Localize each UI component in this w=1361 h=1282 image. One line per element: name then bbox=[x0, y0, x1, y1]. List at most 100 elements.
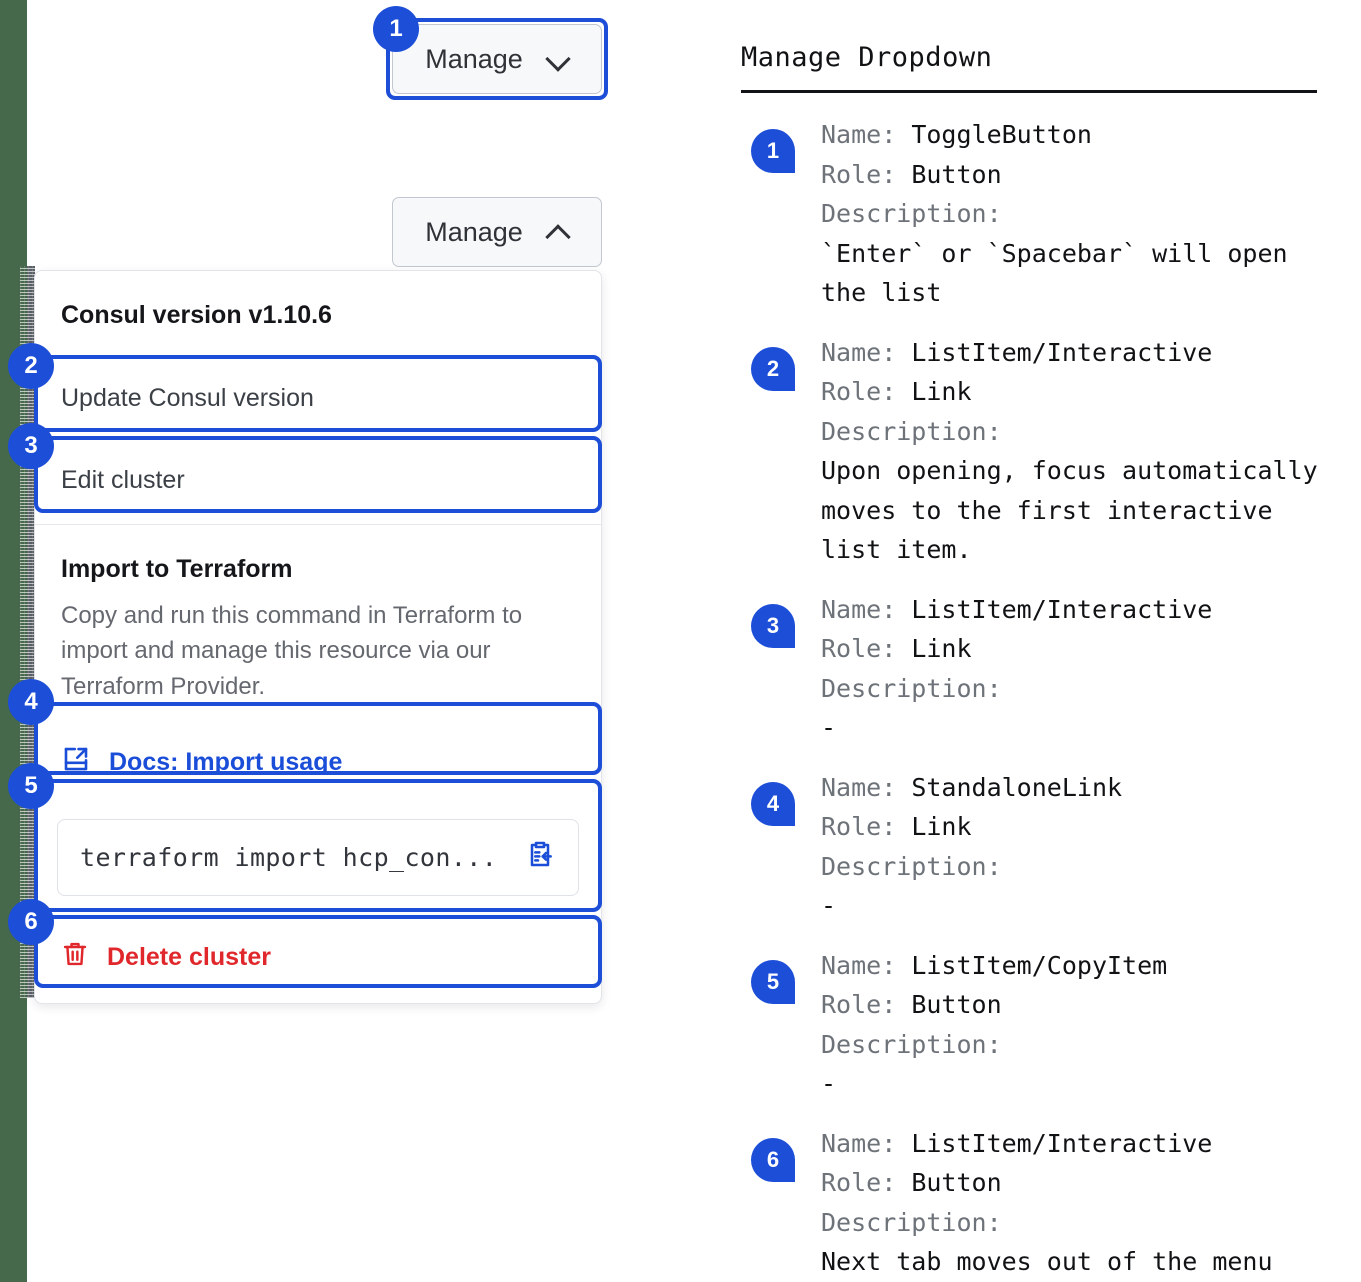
spec-name-line: Name: ListItem/Interactive bbox=[821, 333, 1321, 373]
clipboard-copy-icon[interactable] bbox=[524, 839, 556, 876]
spec-name-label: Name: bbox=[821, 772, 897, 802]
spec-name-value: ListItem/CopyItem bbox=[911, 950, 1168, 980]
spec-name-label: Name: bbox=[821, 594, 897, 624]
spec-role-label: Role: bbox=[821, 812, 897, 841]
badge-5: 5 bbox=[8, 763, 54, 809]
spec-role-line: Role: Link bbox=[821, 629, 1212, 669]
spec-badge-1: 1 bbox=[751, 129, 795, 173]
spec-name-value: StandaloneLink bbox=[911, 772, 1123, 802]
menu-divider-1 bbox=[35, 524, 601, 525]
spec-badge-4: 4 bbox=[751, 781, 795, 826]
spec-name-value: ToggleButton bbox=[911, 120, 1092, 149]
spec-role-label: Role: bbox=[821, 990, 897, 1019]
external-link-docs-icon bbox=[61, 744, 91, 781]
spec-name-line: Name: ListItem/Interactive bbox=[821, 590, 1212, 630]
spec-name-line: Name: ListItem/CopyItem bbox=[821, 946, 1167, 986]
left-pane: Manage 1 Manage Consul version v1.10.6 U… bbox=[0, 0, 700, 1282]
spec-role-value: Button bbox=[911, 990, 1002, 1019]
menu-header-consul-version: Consul version v1.10.6 bbox=[61, 301, 332, 329]
spec-role-line: Role: Button bbox=[821, 155, 1321, 195]
spec-role-label: Role: bbox=[821, 634, 897, 663]
spec-role-line: Role: Link bbox=[821, 807, 1122, 847]
manage-toggle-label-1: Manage bbox=[425, 43, 523, 74]
docs-link-label: Docs: Import usage bbox=[109, 747, 343, 776]
spec-role-label: Role: bbox=[821, 377, 897, 406]
spec-description-label: Description: bbox=[821, 673, 1002, 703]
badge-1: 1 bbox=[373, 6, 419, 52]
spec-role-label: Role: bbox=[821, 1168, 897, 1197]
spec-panel-rule bbox=[741, 90, 1317, 93]
spec-name-line: Name: ListItem/Interactive bbox=[821, 1124, 1321, 1164]
terraform-command-text: terraform import hcp_con... bbox=[80, 842, 498, 872]
spec-role-value: Link bbox=[911, 812, 972, 841]
menu-item-update-consul-version[interactable]: Update Consul version bbox=[61, 384, 314, 412]
spec-description-label: Description: bbox=[821, 851, 1002, 881]
badge-6: 6 bbox=[8, 899, 54, 945]
spec-description-label: Description: bbox=[821, 1207, 1002, 1237]
spec-description-label: Description: bbox=[821, 416, 1002, 446]
manage-toggle-label-2: Manage bbox=[425, 216, 523, 247]
spec-badge-3: 3 bbox=[751, 603, 795, 648]
spec-description-value: Next tab moves out of the menu and to th… bbox=[821, 1247, 1273, 1276]
spec-name-label: Name: bbox=[821, 120, 897, 149]
spec-name-value: ListItem/Interactive bbox=[911, 1128, 1213, 1158]
spec-description-value: - bbox=[821, 713, 837, 742]
manage-toggle-button-closed[interactable]: Manage bbox=[392, 24, 602, 94]
spec-role-line: Role: Link bbox=[821, 372, 1321, 412]
spec-role-value: Link bbox=[911, 634, 972, 663]
menu-item-edit-cluster[interactable]: Edit cluster bbox=[61, 466, 185, 494]
delete-cluster-label: Delete cluster bbox=[107, 942, 271, 971]
docs-import-usage-link[interactable]: Docs: Import usage bbox=[35, 722, 601, 803]
spec-name-label: Name: bbox=[821, 337, 897, 367]
spec-badge-5: 5 bbox=[751, 959, 795, 1004]
terraform-command-box[interactable]: terraform import hcp_con... bbox=[57, 818, 579, 896]
spec-role-label: Role: bbox=[821, 159, 897, 189]
spec-role-value: Button bbox=[911, 159, 1002, 189]
spec-description-value: `Enter` or `Spacebar` will open the list bbox=[821, 238, 1288, 308]
spec-name-line: Name: StandaloneLink bbox=[821, 768, 1122, 808]
spec-description-value: Upon opening, focus automatically moves … bbox=[821, 456, 1318, 564]
spec-name-value: ListItem/Interactive bbox=[911, 594, 1213, 624]
spec-description-value: - bbox=[821, 891, 837, 920]
terraform-section-title: Import to Terraform bbox=[61, 555, 293, 583]
manage-toggle-button-open[interactable]: Manage bbox=[392, 197, 602, 267]
badge-2: 2 bbox=[8, 343, 54, 389]
spec-name-label: Name: bbox=[821, 1128, 897, 1158]
terraform-section-description: Copy and run this command in Terraform t… bbox=[61, 602, 523, 700]
spec-role-value: Button bbox=[911, 1168, 1002, 1197]
spec-role-line: Role: Button bbox=[821, 985, 1167, 1025]
menu-item-delete-cluster[interactable]: Delete cluster bbox=[35, 914, 601, 1003]
spec-name-line: Name: ToggleButton bbox=[821, 115, 1321, 155]
terraform-import-section: Import to Terraform Copy and run this co… bbox=[35, 527, 601, 722]
spec-name-value: ListItem/Interactive bbox=[911, 337, 1213, 367]
spec-badge-6: 6 bbox=[751, 1137, 795, 1182]
spec-description-label: Description: bbox=[821, 199, 1002, 228]
spec-panel-title: Manage Dropdown bbox=[741, 42, 993, 73]
spec-role-line: Role: Button bbox=[821, 1163, 1321, 1203]
spec-badge-2: 2 bbox=[751, 346, 795, 391]
manage-dropdown-menu: Consul version v1.10.6 Update Consul ver… bbox=[34, 270, 602, 1004]
badge-3: 3 bbox=[8, 423, 54, 469]
spec-role-value: Link bbox=[911, 377, 972, 406]
spec-name-label: Name: bbox=[821, 950, 897, 980]
chevron-down-icon bbox=[547, 48, 569, 70]
chevron-up-icon bbox=[547, 221, 569, 243]
trash-icon bbox=[61, 940, 89, 975]
badge-4: 4 bbox=[8, 679, 54, 725]
spec-description-value: - bbox=[821, 1069, 837, 1098]
